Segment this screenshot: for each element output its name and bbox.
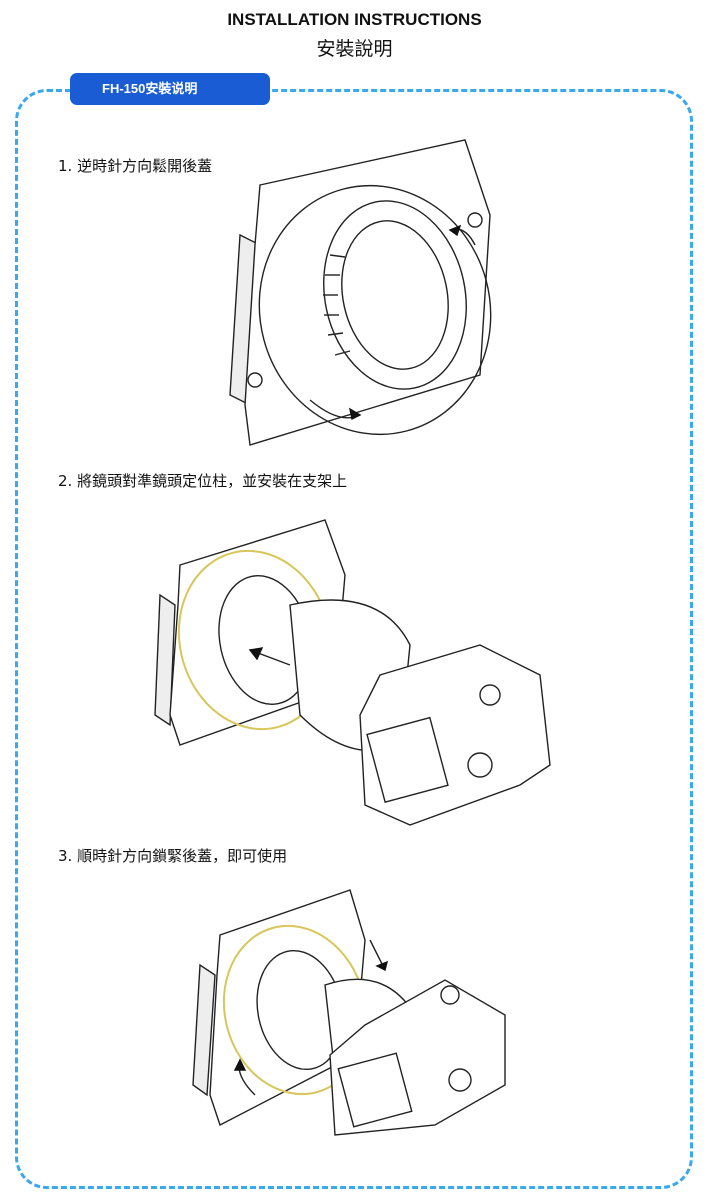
cap-inner-ring xyxy=(341,220,449,370)
page-subtitle: 安裝說明 xyxy=(316,38,393,60)
step-1-illustration xyxy=(229,139,492,446)
holder-ring xyxy=(258,184,492,436)
camera-screen xyxy=(337,1052,413,1128)
dashed-content-frame xyxy=(15,89,693,1189)
step-1-label: 1. 逆時針方向鬆開後蓋 xyxy=(58,157,213,175)
arrow-head xyxy=(248,647,264,661)
screw xyxy=(467,212,483,228)
screw xyxy=(247,372,263,388)
holder-plate xyxy=(209,889,366,1126)
section-tab: FH-150安裝说明 xyxy=(70,73,270,105)
mode-dial xyxy=(479,684,501,706)
camera-screen xyxy=(366,716,449,803)
mode-dial xyxy=(440,985,460,1005)
arrow-head xyxy=(349,407,362,421)
step-2-illustration xyxy=(154,519,551,826)
holder-side-plate xyxy=(154,593,176,727)
holder-side-plate xyxy=(192,963,216,1097)
arrow-head xyxy=(233,1058,247,1071)
step-3-label: 3. 順時針方向鎖緊後蓋，即可使用 xyxy=(58,847,288,865)
camera-dial xyxy=(467,752,493,778)
camera-dial xyxy=(448,1068,472,1092)
step-2-label: 2. 將鏡頭對準鏡頭定位柱，並安裝在支架上 xyxy=(58,472,348,490)
page-title: INSTALLATION INSTRUCTIONS xyxy=(227,10,482,29)
arrow-head xyxy=(375,960,389,972)
cap-grip-ridges xyxy=(323,254,351,356)
arrow-head xyxy=(448,224,462,237)
step-3-illustration xyxy=(192,889,506,1136)
